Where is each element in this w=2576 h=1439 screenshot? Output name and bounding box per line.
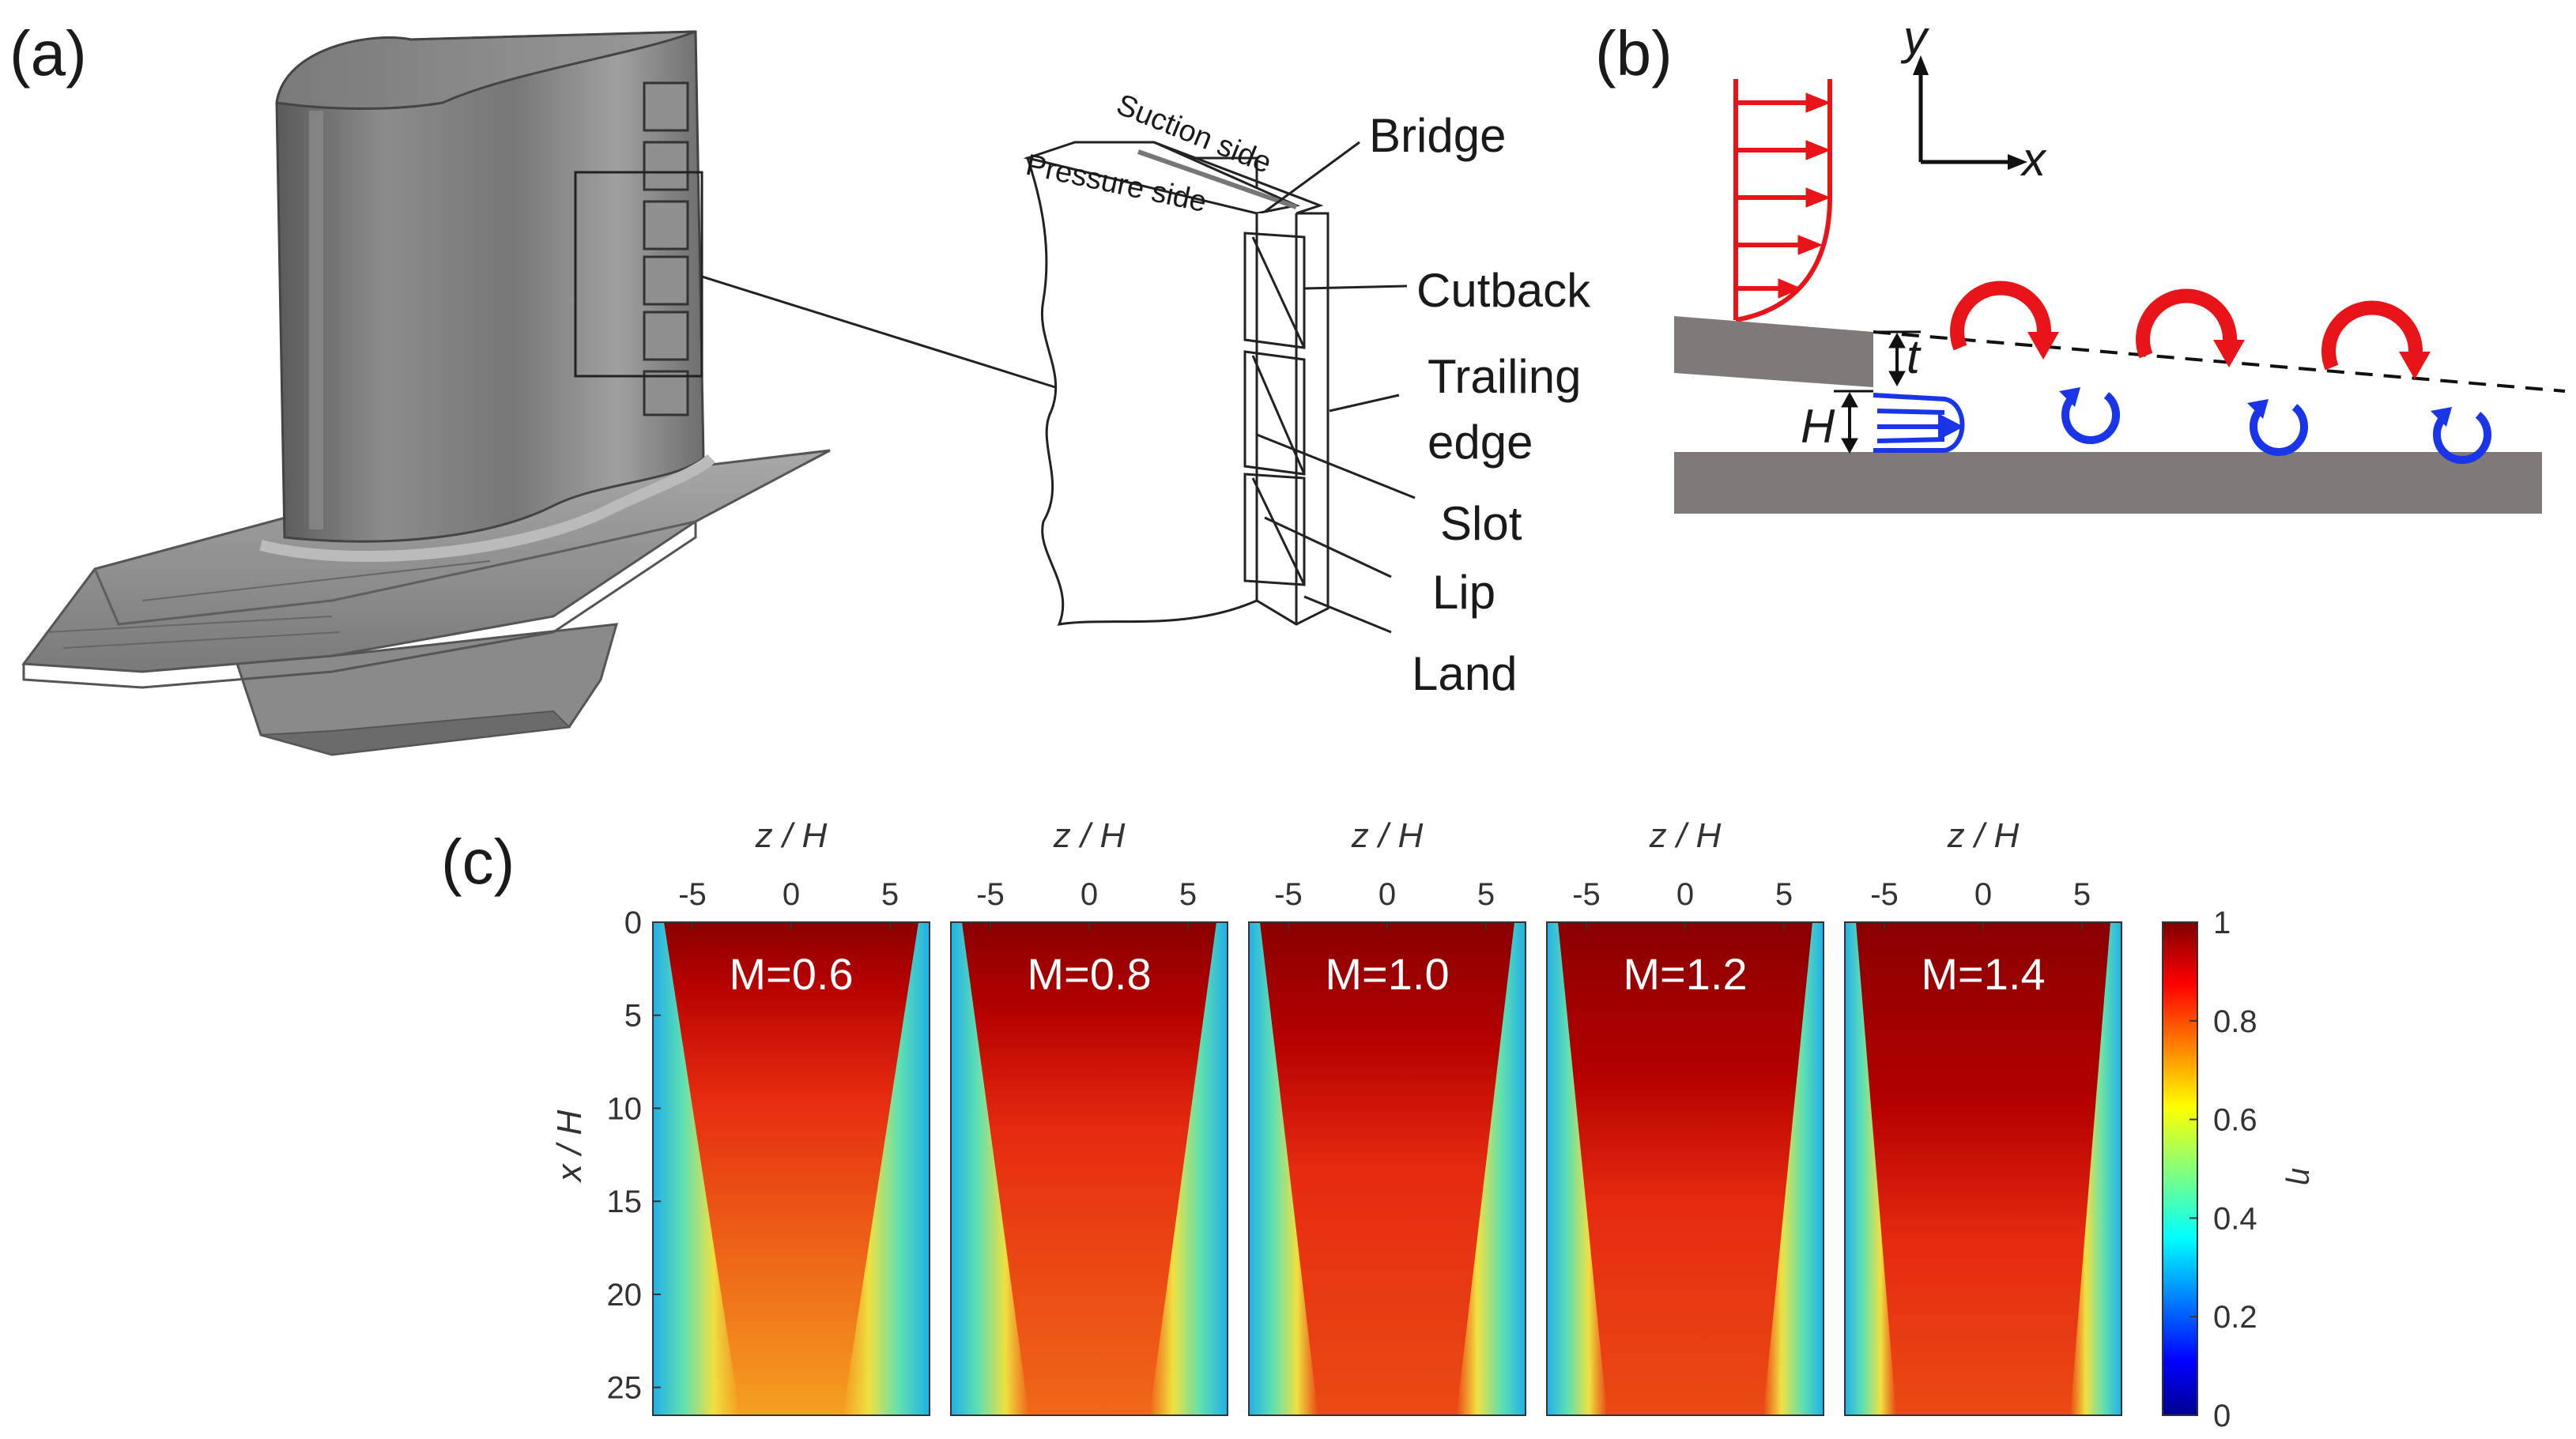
x-tick-label: 0 <box>1974 877 1992 912</box>
panel-a-letter: (a) <box>9 18 87 89</box>
vortex-red <box>1950 281 2423 371</box>
colorbar-tick-label: 0.6 <box>2213 1103 2257 1138</box>
panel-b-letter: (b) <box>1595 18 1673 89</box>
x-tick-label: -5 <box>1274 877 1303 912</box>
x-tick-label: 0 <box>1081 877 1098 912</box>
heatmap-right-edge <box>1763 922 1824 1415</box>
heatmap-left-edge <box>951 922 1029 1415</box>
colorbar-tick-label: 0.4 <box>2213 1201 2257 1236</box>
lower-wall <box>1674 452 2542 514</box>
colorbar-title: η <box>2285 1168 2320 1185</box>
colorbar-tick-label: 0 <box>2213 1399 2231 1433</box>
dimension-h <box>1834 390 1873 454</box>
label-slot: Slot <box>1440 497 1522 550</box>
y-tick-label: 20 <box>607 1278 643 1313</box>
x-axis-title: z / H <box>1053 816 1126 855</box>
axis-label-x: x <box>2020 133 2047 186</box>
shear-layer-line <box>1873 330 2566 393</box>
turbine-blade-illustration <box>21 30 1056 756</box>
label-lip: Lip <box>1432 566 1495 619</box>
y-tick-label: 0 <box>624 906 642 940</box>
x-tick-label: 5 <box>1477 877 1495 912</box>
y-axis: x / H 0 5 10 15 20 25 <box>550 906 661 1406</box>
label-trailing: Trailing <box>1428 350 1582 403</box>
colorbar: η 0 0.2 0.4 0.6 0.8 1 <box>2162 906 2320 1433</box>
heatmap-2: M=0.8 -5 0 5 z / H <box>950 816 1228 1416</box>
heatmap-3: M=1.0 -5 0 5 z / H <box>1248 816 1526 1416</box>
x-tick-label: -5 <box>678 877 707 912</box>
y-axis-title: x / H <box>550 1110 589 1184</box>
x-tick-label: 5 <box>1775 877 1793 912</box>
x-axis-title: z / H <box>1649 816 1722 855</box>
x-axis-title: z / H <box>755 816 828 855</box>
heatmap-label-3: M=1.0 <box>1325 949 1449 999</box>
dimension-t <box>1873 330 1921 387</box>
panel-b: (b) y x <box>1595 11 2566 514</box>
heatmap-label-2: M=0.8 <box>1027 949 1151 999</box>
heatmap-left-edge <box>1547 922 1608 1415</box>
axis-label-y: y <box>1900 11 1930 64</box>
trailing-edge-detail-sketch <box>1023 141 1416 634</box>
heatmap-field <box>1845 922 2122 1415</box>
label-land: Land <box>1412 647 1517 700</box>
vortex-blue <box>2061 392 2491 464</box>
heatmap-label-4: M=1.2 <box>1623 949 1747 999</box>
panel-c: (c) M=0.6 -5 0 5 z / H M=0.8 -5 0 5 z / H M=1.0 -5 0… <box>441 816 2320 1433</box>
heatmap-right-edge <box>1456 922 1526 1415</box>
y-tick-label: 5 <box>624 999 642 1034</box>
label-h: H <box>1801 400 1835 453</box>
heatmap-label-1: M=0.6 <box>729 949 853 999</box>
heatmap-left-edge <box>1249 922 1318 1415</box>
x-axis-title: z / H <box>1947 816 2020 855</box>
x-tick-label: 5 <box>2073 877 2091 912</box>
heatmap-5: M=1.4 -5 0 5 z / H <box>1844 816 2122 1416</box>
label-t: t <box>1907 330 1922 383</box>
x-tick-label: -5 <box>976 877 1005 912</box>
heatmap-right-edge <box>843 922 930 1415</box>
velocity-profile <box>1733 79 1832 322</box>
coolant-jet <box>1873 393 1965 453</box>
y-tick-label: 10 <box>607 1091 643 1126</box>
panel-c-letter: (c) <box>441 827 515 897</box>
label-bridge: Bridge <box>1369 109 1506 162</box>
heatmap-panels: M=0.6 -5 0 5 z / H M=0.8 -5 0 5 z / H M=1.0 -5 0 5 z /… <box>652 816 2122 1416</box>
label-edge: edge <box>1428 416 1533 469</box>
heatmap-label-5: M=1.4 <box>1921 949 2045 999</box>
x-tick-label: -5 <box>1572 877 1601 912</box>
colorbar-tick-label: 0.8 <box>2213 1004 2257 1039</box>
heatmap-left-edge <box>653 922 740 1415</box>
x-tick-label: 5 <box>1179 877 1197 912</box>
colorbar-tick-label: 1 <box>2213 906 2231 940</box>
x-tick-label: -5 <box>1870 877 1899 912</box>
heatmap-right-edge <box>1149 922 1228 1415</box>
panel-a: (a) <box>9 18 1591 756</box>
x-tick-label: 0 <box>1379 877 1396 912</box>
x-tick-label: 0 <box>1676 877 1694 912</box>
y-tick-label: 25 <box>607 1371 643 1406</box>
upper-wall-lip <box>1674 316 1873 387</box>
heatmap-right-edge <box>2070 922 2122 1415</box>
heatmap-left-edge <box>1845 922 1896 1415</box>
colorbar-tick-label: 0.2 <box>2213 1300 2257 1335</box>
colorbar-gradient <box>2162 921 2198 1416</box>
label-cutback: Cutback <box>1416 264 1591 317</box>
y-tick-label: 15 <box>607 1185 643 1219</box>
coordinate-axes: y x <box>1900 11 2047 186</box>
heatmap-4: M=1.2 -5 0 5 z / H <box>1546 816 1824 1416</box>
x-tick-label: 0 <box>783 877 800 912</box>
x-tick-label: 5 <box>881 877 899 912</box>
x-axis-title: z / H <box>1351 816 1424 855</box>
heatmap-1: M=0.6 -5 0 5 z / H <box>652 816 930 1416</box>
